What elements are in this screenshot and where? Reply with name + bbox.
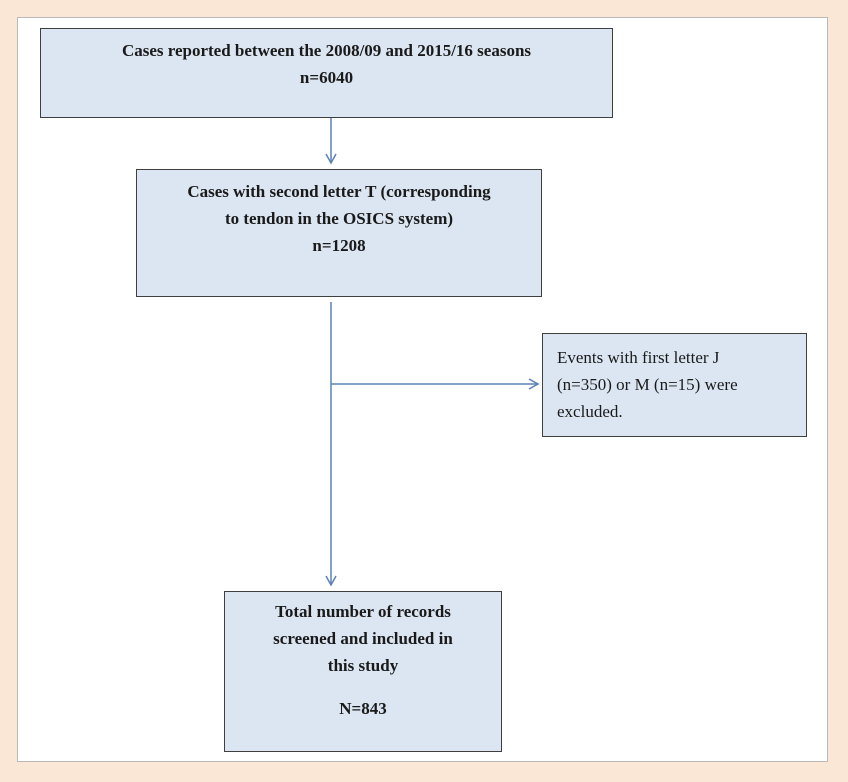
- node-tendon-cases: Cases with second letter T (correspondin…: [136, 169, 542, 297]
- node-text: Total number of records: [275, 602, 451, 621]
- node-cases-reported: Cases reported between the 2008/09 and 2…: [40, 28, 613, 118]
- node-text: Events with first letter J: [557, 348, 720, 367]
- node-text: this study: [327, 656, 399, 675]
- node-count: n=6040: [299, 68, 354, 87]
- node-total-included: Total number of records screened and inc…: [224, 591, 502, 752]
- node-excluded: Events with first letter J (n=350) or M …: [542, 333, 807, 437]
- node-count: N=843: [339, 699, 387, 718]
- node-text: (n=350) or M (n=15) were: [557, 375, 738, 394]
- node-text: screened and included in: [273, 629, 453, 648]
- node-text: Cases with second letter T (correspondin…: [187, 182, 491, 201]
- node-text: to tendon in the OSICS system): [224, 209, 454, 228]
- node-text: excluded.: [557, 402, 623, 421]
- node-text: Cases reported between the 2008/09 and 2…: [121, 41, 532, 60]
- node-count: n=1208: [312, 236, 366, 255]
